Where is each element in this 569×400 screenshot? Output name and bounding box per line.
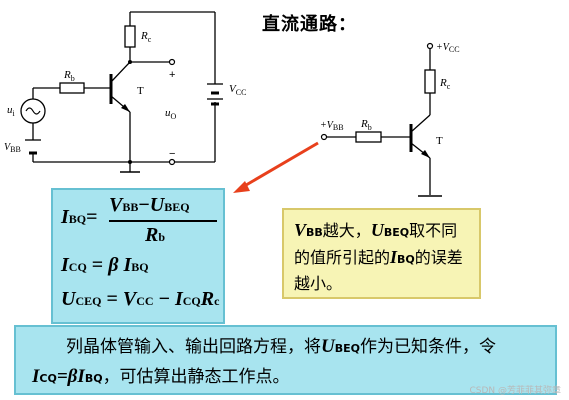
- note-box: VBB越大，UBEQ取不同的值所引起的IBQ的误差越小。: [282, 208, 481, 299]
- dc-rb-label: Rb: [360, 118, 372, 132]
- pointer-arrow: [240, 141, 319, 190]
- dc-rb-resistor: [355, 131, 382, 143]
- dc-t-label: T: [436, 135, 443, 147]
- rc-label: Rc: [140, 30, 152, 44]
- formula-ibq-denominator: Rb: [145, 224, 166, 246]
- t-label: T: [137, 85, 144, 97]
- vcc-label: VCC: [229, 83, 246, 97]
- dc-vcc-label: +VCC: [436, 42, 460, 54]
- out-minus: −: [169, 148, 175, 160]
- uo-label: uO: [165, 107, 177, 121]
- formula-ibq: IBQ=: [61, 206, 98, 228]
- method-box: 列晶体管输入、输出回路方程，将UBEQ作为已知条件，令ICQ=βIBQ，可估算出…: [14, 325, 557, 395]
- rb-resistor: [59, 82, 85, 94]
- watermark: CSDN @芳菲菲其弥章: [469, 386, 561, 396]
- page-title: 直流通路：: [262, 14, 357, 35]
- out-plus: +: [169, 69, 175, 81]
- vbb-label: VBB: [4, 142, 21, 154]
- formula-box: IBQ= VBB−UBEQ Rb ICQ = β IBQ UCEQ = VCC …: [51, 188, 225, 324]
- dc-vbb-label: +VBB: [320, 120, 344, 132]
- rb-label: Rb: [63, 69, 75, 83]
- fraction-bar: [109, 220, 217, 222]
- formula-uceq: UCEQ = VCC − ICQRc: [61, 288, 220, 310]
- dc-rc-label: Rc: [439, 77, 451, 91]
- formula-icq: ICQ = β IBQ: [61, 254, 149, 276]
- rc-resistor: [124, 25, 136, 48]
- formula-ibq-numerator: VBB−UBEQ: [109, 194, 190, 216]
- ui-label: ui: [7, 104, 16, 118]
- dc-rc-resistor: [424, 69, 436, 94]
